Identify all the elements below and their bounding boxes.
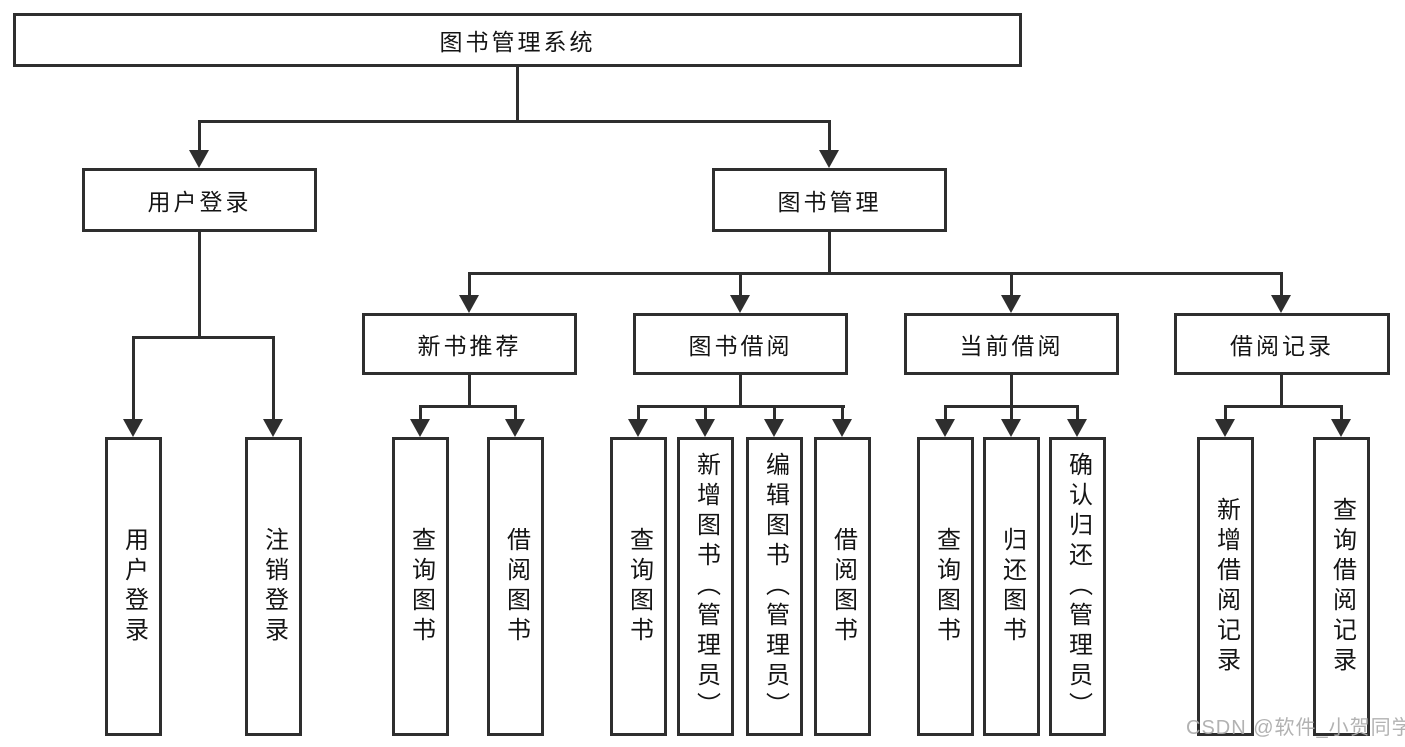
node-label: 当前借阅 bbox=[959, 333, 1064, 359]
connector-to-leaf bbox=[944, 405, 947, 421]
leaf-label: 借阅图书 bbox=[829, 526, 857, 647]
connector-trunk bbox=[1010, 375, 1013, 405]
arrowhead-icon bbox=[628, 419, 648, 437]
connector-trunk bbox=[1280, 375, 1283, 405]
connector-user-login-trunk bbox=[198, 232, 201, 336]
arrowhead-icon bbox=[1067, 419, 1087, 437]
arrowhead-icon bbox=[459, 295, 479, 313]
node-label: 用户登录 bbox=[147, 189, 252, 215]
leaf-label: 编辑图书（管理员） bbox=[761, 451, 789, 722]
arrowhead-icon bbox=[935, 419, 955, 437]
node-label: 借阅记录 bbox=[1230, 333, 1334, 359]
leaf-label: 借阅图书 bbox=[502, 526, 530, 647]
connector-to-leaf bbox=[419, 405, 422, 421]
connector-to-leaf bbox=[841, 405, 844, 421]
connector-to-leaf bbox=[637, 405, 640, 421]
connector-to-leaf bbox=[1224, 405, 1227, 421]
arrowhead-icon bbox=[1331, 419, 1351, 437]
node-current-borrowing: 当前借阅 bbox=[904, 313, 1119, 375]
leaf-query-books-current: 查询图书 bbox=[917, 437, 974, 736]
connector-book-mgmt-trunk bbox=[828, 232, 831, 272]
node-label: 图书借阅 bbox=[688, 333, 793, 359]
leaf-logout: 注销登录 bbox=[245, 437, 302, 736]
connector-branch bbox=[419, 405, 517, 408]
node-label: 图书管理系统 bbox=[439, 29, 596, 55]
node-book-management: 图书管理 bbox=[712, 168, 947, 232]
connector-branch bbox=[637, 405, 845, 408]
arrowhead-icon bbox=[505, 419, 525, 437]
arrowhead-icon bbox=[730, 295, 750, 313]
leaf-label: 注销登录 bbox=[260, 526, 288, 647]
leaf-query-books-borrow: 查询图书 bbox=[610, 437, 667, 736]
node-label: 新书推荐 bbox=[417, 333, 522, 359]
connector-to-leaf bbox=[514, 405, 517, 421]
node-user-login: 用户登录 bbox=[82, 168, 317, 232]
leaf-confirm-return-admin: 确认归还（管理员） bbox=[1049, 437, 1106, 736]
connector-root-trunk bbox=[516, 67, 519, 120]
connector-trunk bbox=[739, 375, 742, 405]
node-book-borrowing: 图书借阅 bbox=[633, 313, 848, 375]
leaf-label: 查询借阅记录 bbox=[1328, 496, 1356, 677]
leaf-add-books-admin: 新增图书（管理员） bbox=[677, 437, 734, 736]
leaf-edit-books-admin: 编辑图书（管理员） bbox=[746, 437, 803, 736]
arrowhead-icon bbox=[1001, 419, 1021, 437]
leaf-borrow-books-recommend: 借阅图书 bbox=[487, 437, 544, 736]
leaf-label: 确认归还（管理员） bbox=[1064, 451, 1092, 722]
arrowhead-icon bbox=[1001, 295, 1021, 313]
connector-to-leaf bbox=[773, 405, 776, 421]
connector-trunk bbox=[468, 375, 471, 405]
connector-to-leaf bbox=[1010, 405, 1013, 421]
leaf-label: 新增借阅记录 bbox=[1212, 496, 1240, 677]
arrowhead-icon bbox=[1215, 419, 1235, 437]
csdn-watermark: CSDN @软件_小贺同学 bbox=[1186, 717, 1405, 739]
connector-to-user-login bbox=[198, 120, 201, 152]
leaf-label: 查询图书 bbox=[625, 526, 653, 647]
leaf-add-borrow-record: 新增借阅记录 bbox=[1197, 437, 1254, 736]
connector-to-module bbox=[468, 272, 471, 297]
connector-root-branch bbox=[198, 120, 831, 123]
node-library-system: 图书管理系统 bbox=[13, 13, 1022, 67]
leaf-borrow-books: 借阅图书 bbox=[814, 437, 871, 736]
leaf-label: 查询图书 bbox=[932, 526, 960, 647]
connector-branch bbox=[1224, 405, 1343, 408]
leaf-label: 归还图书 bbox=[998, 526, 1026, 647]
leaf-query-books-recommend: 查询图书 bbox=[392, 437, 449, 736]
arrowhead-icon bbox=[189, 150, 209, 168]
connector-to-leaf bbox=[132, 336, 135, 419]
connector-to-leaf bbox=[1340, 405, 1343, 421]
connector-user-login-branch bbox=[132, 336, 275, 339]
leaf-user-login: 用户登录 bbox=[105, 437, 162, 736]
connector-to-leaf bbox=[1076, 405, 1079, 421]
arrowhead-icon bbox=[764, 419, 784, 437]
arrowhead-icon bbox=[123, 419, 143, 437]
leaf-query-borrow-record: 查询借阅记录 bbox=[1313, 437, 1370, 736]
leaf-label: 用户登录 bbox=[120, 526, 148, 647]
arrowhead-icon bbox=[263, 419, 283, 437]
connector-to-module bbox=[739, 272, 742, 297]
arrowhead-icon bbox=[695, 419, 715, 437]
arrowhead-icon bbox=[1271, 295, 1291, 313]
leaf-label: 查询图书 bbox=[407, 526, 435, 647]
node-label: 图书管理 bbox=[777, 189, 882, 215]
leaf-return-books: 归还图书 bbox=[983, 437, 1040, 736]
node-new-book-recommend: 新书推荐 bbox=[362, 313, 577, 375]
connector-to-book-management bbox=[828, 120, 831, 152]
arrowhead-icon bbox=[819, 150, 839, 168]
node-borrowing-records: 借阅记录 bbox=[1174, 313, 1390, 375]
arrowhead-icon bbox=[832, 419, 852, 437]
arrowhead-icon bbox=[410, 419, 430, 437]
leaf-label: 新增图书（管理员） bbox=[692, 451, 720, 722]
connector-to-module bbox=[1010, 272, 1013, 297]
connector-to-leaf bbox=[272, 336, 275, 419]
connector-to-leaf bbox=[704, 405, 707, 421]
connector-book-mgmt-branch bbox=[468, 272, 1283, 275]
connector-to-module bbox=[1280, 272, 1283, 297]
